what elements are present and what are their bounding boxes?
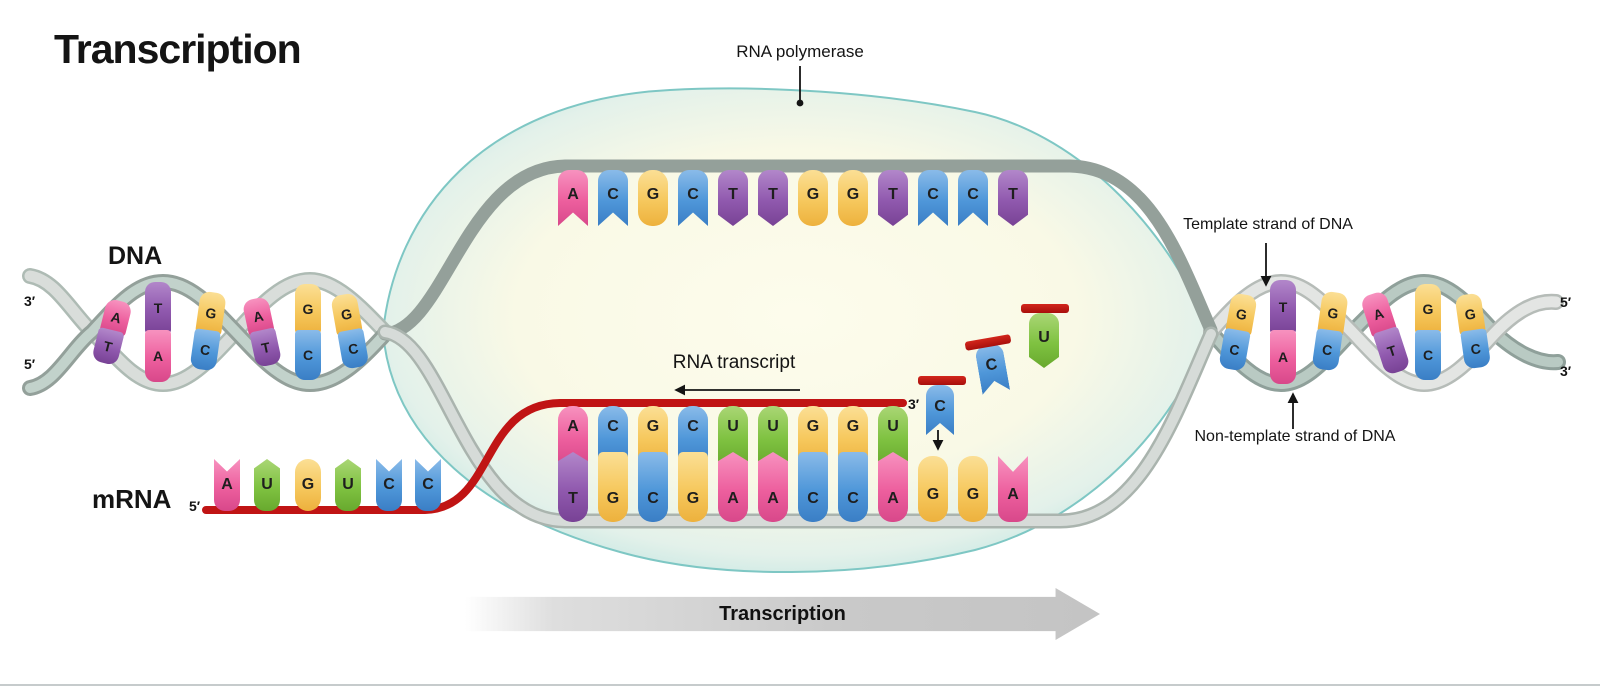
incoming-nucleotide-U: U xyxy=(1029,313,1059,368)
non-template-nucleotide-T: T xyxy=(878,170,908,226)
mrna-nucleotide-U: U xyxy=(335,459,361,511)
mrna-5-prime: 5′ xyxy=(189,498,201,514)
right-helix-base-C: C xyxy=(1460,328,1492,370)
non-template-nucleotide-T: T xyxy=(758,170,788,226)
left-helix-base-C: C xyxy=(295,330,321,380)
left-helix-5-prime: 5′ xyxy=(24,356,36,372)
mrna-nucleotide-G: G xyxy=(295,459,321,511)
left-helix-base-A: A xyxy=(145,330,171,382)
dna-label: DNA xyxy=(108,242,163,270)
right-helix-base-G: G xyxy=(1415,284,1441,334)
transcription-arrow-label: Transcription xyxy=(719,602,846,625)
mrna-label: mRNA xyxy=(92,484,172,514)
template-nucleotide-A: A xyxy=(758,452,788,522)
right-helix-base-C: C xyxy=(1415,330,1441,380)
non-template-strand-label: Non-template strand of DNA xyxy=(1194,428,1396,445)
mrna-backbone-path xyxy=(202,399,907,514)
nucleotide-cap xyxy=(918,376,966,385)
template-nucleotide-G: G xyxy=(678,452,708,522)
non-template-strand-path xyxy=(378,159,1218,341)
right-helix-base-T: T xyxy=(1270,280,1296,334)
left-helix-base-T: T xyxy=(145,282,171,334)
non-template-nucleotide-G: G xyxy=(638,170,668,226)
rna-polymerase-label: RNA polymerase xyxy=(736,42,864,61)
nucleotide-cap xyxy=(1021,304,1069,313)
template-strand-label: Template strand of DNA xyxy=(1183,216,1353,233)
template-nucleotide-A: A xyxy=(878,452,908,522)
page-title: Transcription xyxy=(54,26,302,72)
left-helix-base-G: G xyxy=(295,284,321,334)
non-template-nucleotide-T: T xyxy=(718,170,748,226)
right-helix-3-prime: 3′ xyxy=(1560,363,1572,379)
template-nucleotide-T: T xyxy=(558,452,588,522)
template-nucleotide-A: A xyxy=(718,452,748,522)
template-nucleotide-C: C xyxy=(838,452,868,522)
non-template-nucleotide-G: G xyxy=(838,170,868,226)
non-template-nucleotide-T: T xyxy=(998,170,1028,226)
template-strand-path xyxy=(377,324,1219,529)
template-nucleotide-C: C xyxy=(798,452,828,522)
right-helix-base-A: A xyxy=(1270,330,1296,384)
right-helix-5-prime: 5′ xyxy=(1560,294,1572,310)
template-nucleotide-G: G xyxy=(598,452,628,522)
transcript-3-prime: 3′ xyxy=(908,396,920,412)
template-nucleotide-G: G xyxy=(958,456,988,522)
mrna-nucleotide-U: U xyxy=(254,459,280,511)
rna-transcript-label: RNA transcript xyxy=(672,352,796,373)
non-template-nucleotide-G: G xyxy=(798,170,828,226)
template-nucleotide-C: C xyxy=(638,452,668,522)
left-helix-3-prime: 3′ xyxy=(24,293,36,309)
template-nucleotide-G: G xyxy=(918,456,948,522)
non-template-nucleotide-A: A xyxy=(558,170,588,226)
